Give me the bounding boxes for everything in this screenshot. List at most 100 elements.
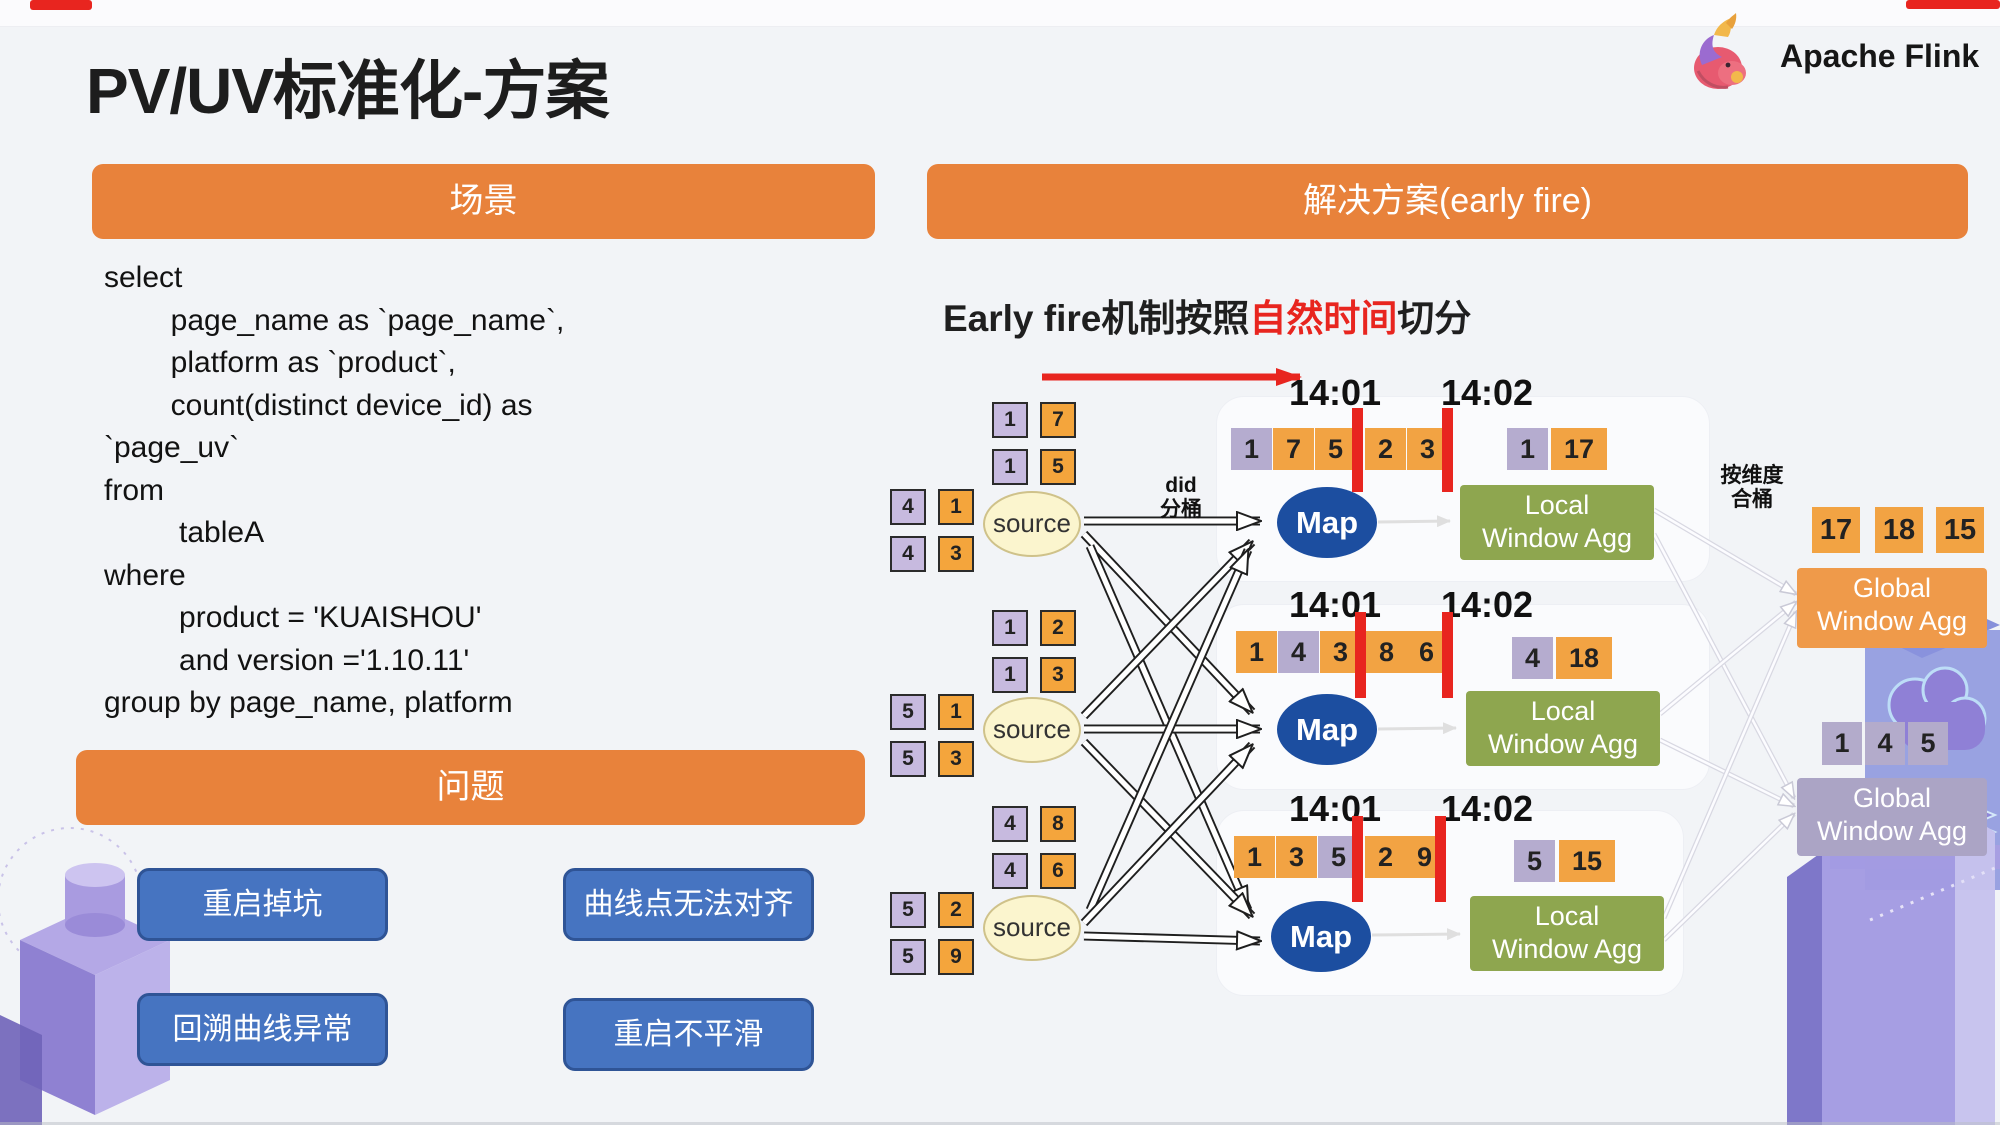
flink-squirrel-icon — [1694, 13, 1746, 89]
stream-cell: 6 — [1406, 631, 1447, 673]
agg-label-line: Window Agg — [1816, 606, 1968, 636]
stream-cell: 1 — [1236, 631, 1277, 673]
global-result-square: 15 — [1936, 507, 1984, 553]
stream-cell: 7 — [1273, 428, 1314, 470]
problem-chip-restart-drop: 重启掉坑 — [137, 868, 388, 941]
record-square: 1 — [938, 694, 974, 730]
record-square: 5 — [890, 892, 926, 928]
global-result-square: 18 — [1875, 507, 1923, 553]
record-square: 7 — [1040, 402, 1076, 438]
bottom-edge-line — [0, 1122, 2000, 1125]
record-square: 3 — [938, 536, 974, 572]
record-square: 2 — [1040, 610, 1076, 646]
problem-header-bar: 问题 — [76, 750, 865, 825]
decor-right-tower — [1787, 600, 2000, 1125]
caption-highlight: 自然时间 — [1249, 298, 1398, 339]
record-square: 1 — [992, 657, 1028, 693]
window-cut-line — [1442, 612, 1453, 698]
sql-code-block: select page_name as `page_name`, platfor… — [104, 257, 564, 725]
window-time-label: 14:02 — [1440, 584, 1534, 625]
sql-line: count(distinct device_id) as — [104, 388, 533, 422]
record-square: 9 — [938, 939, 974, 975]
agg-label-line: Global — [1852, 573, 1932, 603]
dimension-label-line: 按维度 — [1720, 464, 1784, 487]
record-square: 3 — [938, 741, 974, 777]
sql-line: group by page_name, platform — [104, 686, 513, 719]
result-cell: 17 — [1551, 428, 1607, 470]
window-time-label: 14:01 — [1288, 788, 1382, 829]
sql-line: select — [104, 261, 183, 294]
result-cell: 4 — [1512, 637, 1553, 679]
sql-line: page_name as `page_name`, — [104, 303, 565, 337]
record-square: 1 — [992, 610, 1028, 646]
agg-label-line: Window Agg — [1491, 934, 1643, 964]
agg-label-line: Window Agg — [1816, 816, 1968, 846]
stream-cell: 2 — [1365, 428, 1406, 470]
global-window-agg-purple: Global Window Agg — [1797, 778, 1987, 856]
global-window-agg-orange: Global Window Agg — [1797, 568, 1987, 648]
sql-line: where — [104, 558, 186, 592]
stream-cell: 2 — [1365, 836, 1406, 878]
top-left-red-mark — [30, 0, 92, 10]
sql-line: platform as `product`, — [104, 346, 456, 379]
window-cut-line — [1435, 816, 1446, 902]
map-node-1: Map — [1277, 487, 1377, 558]
global-result-square: 17 — [1812, 507, 1860, 553]
agg-label-line: Window Agg — [1487, 729, 1639, 759]
agg-label-line: Global — [1852, 783, 1932, 813]
sql-line: and version ='1.10.11' — [104, 643, 470, 677]
stream-cell: 1 — [1231, 428, 1272, 470]
global-result-square: 5 — [1908, 722, 1948, 765]
decor-left-tower — [0, 827, 170, 1125]
caption-prefix: Early fire机制按照 — [943, 298, 1250, 339]
window-time-label: 14:01 — [1288, 584, 1382, 625]
record-square: 4 — [992, 853, 1028, 889]
stream-cell: 1 — [1234, 836, 1275, 878]
window-cut-line — [1442, 408, 1453, 492]
record-square: 3 — [1040, 657, 1076, 693]
local-window-agg-1: Local Window Agg — [1460, 485, 1654, 560]
source-node-2: source — [983, 697, 1081, 763]
record-square: 8 — [1040, 806, 1076, 842]
record-square: 4 — [890, 489, 926, 525]
solution-header-bar: 解决方案(early fire) — [927, 164, 1968, 239]
did-bucket-label: did 分桶 — [1138, 474, 1224, 522]
record-square: 6 — [1040, 853, 1076, 889]
bucket-label-line: 分桶 — [1160, 498, 1202, 521]
record-square: 5 — [890, 741, 926, 777]
map-node-2: Map — [1277, 694, 1377, 765]
source-node-3: source — [983, 895, 1081, 961]
problem-chip-restart-unsmooth: 重启不平滑 — [563, 998, 814, 1071]
window-cut-line — [1355, 612, 1366, 698]
agg-label-line: Window Agg — [1481, 523, 1633, 553]
problem-chip-curve-misaligned: 曲线点无法对齐 — [563, 868, 814, 941]
stream-cell: 4 — [1278, 631, 1319, 673]
brand-name: Apache Flink — [1780, 37, 1980, 74]
sql-line: product = 'KUAISHOU' — [104, 601, 482, 634]
stream-cell: 8 — [1366, 631, 1407, 673]
stream-cell: 5 — [1315, 428, 1356, 470]
global-result-square: 4 — [1865, 722, 1905, 765]
source-node-1: source — [983, 491, 1081, 557]
page-title: PV/UV标准化-方案 — [86, 55, 609, 127]
agg-label-line: Local — [1534, 901, 1600, 931]
window-time-label: 14:02 — [1440, 788, 1534, 829]
local-window-agg-3: Local Window Agg — [1470, 896, 1664, 971]
early-fire-caption: Early fire机制按照自然时间切分 — [943, 288, 1471, 342]
result-cell: 18 — [1556, 637, 1612, 679]
agg-label-line: Local — [1524, 490, 1590, 520]
record-square: 5 — [890, 939, 926, 975]
stream-cell: 3 — [1276, 836, 1317, 878]
local-window-agg-2: Local Window Agg — [1466, 691, 1660, 766]
record-square: 4 — [992, 806, 1028, 842]
result-cell: 1 — [1507, 428, 1548, 470]
record-square: 5 — [890, 694, 926, 730]
top-right-red-mark — [1906, 0, 2000, 9]
sql-line: `page_uv` — [104, 431, 240, 464]
top-strip — [0, 0, 2000, 27]
global-result-square: 1 — [1822, 722, 1862, 765]
agg-label-line: Local — [1530, 696, 1596, 726]
merge-label-line: 合桶 — [1731, 488, 1773, 511]
record-square: 4 — [890, 536, 926, 572]
